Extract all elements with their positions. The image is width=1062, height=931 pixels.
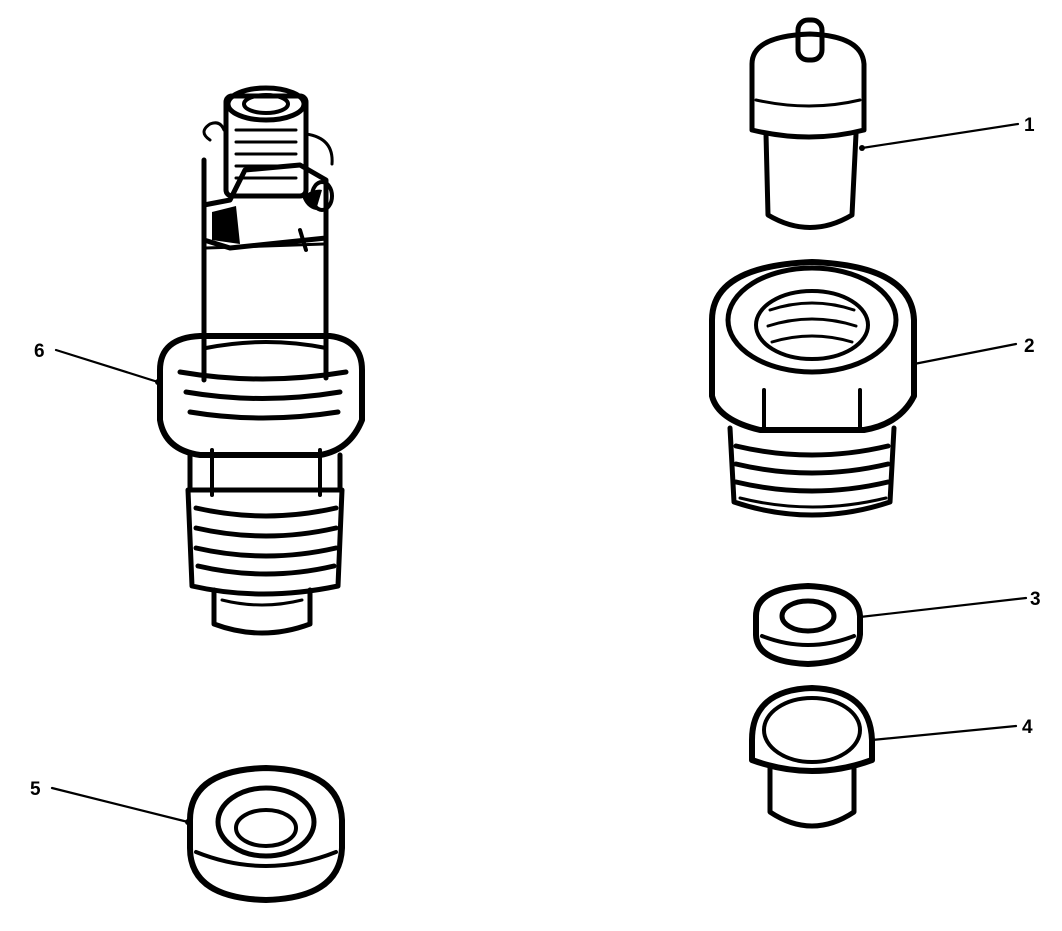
leader-line-2 [912, 342, 1018, 366]
small-washer [753, 583, 863, 667]
leader-lines [50, 122, 1028, 825]
callout-4: 4 [1022, 717, 1033, 738]
injector-nozzle [749, 17, 867, 230]
leader-line-6 [54, 348, 160, 384]
sealing-washer-large [187, 765, 345, 903]
heat-shield-sleeve [749, 685, 875, 829]
leader-line-3 [858, 596, 1028, 619]
callout-3: 3 [1030, 589, 1041, 610]
callout-5: 5 [30, 779, 41, 800]
leader-line-4 [870, 724, 1018, 742]
injector-body [157, 85, 365, 636]
callout-labels: 1 2 3 4 5 6 [30, 115, 1041, 800]
callout-6: 6 [34, 341, 45, 362]
leader-line-1 [860, 122, 1020, 150]
nozzle-nut [709, 259, 917, 518]
callout-2: 2 [1024, 336, 1035, 357]
leader-line-5 [50, 786, 190, 824]
callout-1: 1 [1024, 115, 1035, 136]
